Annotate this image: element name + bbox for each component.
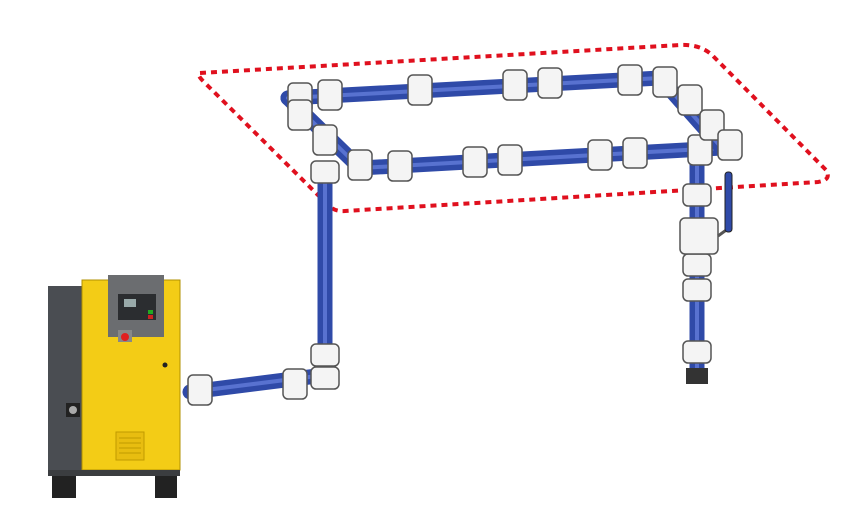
pipe-fitting (310, 160, 340, 184)
pipe-fitting (187, 374, 213, 406)
pipe-fitting (652, 66, 678, 98)
pipe-fitting (317, 79, 343, 111)
pipe-fitting (537, 67, 563, 99)
pipe-fitting (677, 84, 703, 116)
pipe-fitting (310, 366, 340, 390)
fittings (187, 64, 743, 406)
ball-valve-icon (679, 171, 733, 255)
drop-outlet (686, 368, 708, 384)
pipe-fitting (682, 253, 712, 277)
pipe-fitting (462, 146, 488, 178)
pipe-fitting (587, 139, 613, 171)
pipe-fitting (682, 340, 712, 364)
pipe-fitting (287, 99, 313, 131)
pipe-fitting (347, 149, 373, 181)
pipe-fitting (682, 183, 712, 207)
pipe-fitting (387, 150, 413, 182)
pipe-fitting (717, 129, 743, 161)
pipe-fitting (502, 69, 528, 101)
pipe-fitting (497, 144, 523, 176)
pipe-fitting (617, 64, 643, 96)
pipe-fitting (310, 343, 340, 367)
ring-main-dashed-outline (196, 42, 830, 214)
air-compressor-icon (48, 275, 181, 498)
pipe-fitting (312, 124, 338, 156)
pipe-fitting (682, 278, 712, 302)
pipes (182, 70, 730, 400)
pipe-front-highlight (358, 146, 724, 170)
pipe-fitting (282, 368, 308, 400)
pipe-fitting (407, 74, 433, 106)
pipe-fitting (622, 137, 648, 169)
pipe-back-highlight (286, 76, 662, 100)
